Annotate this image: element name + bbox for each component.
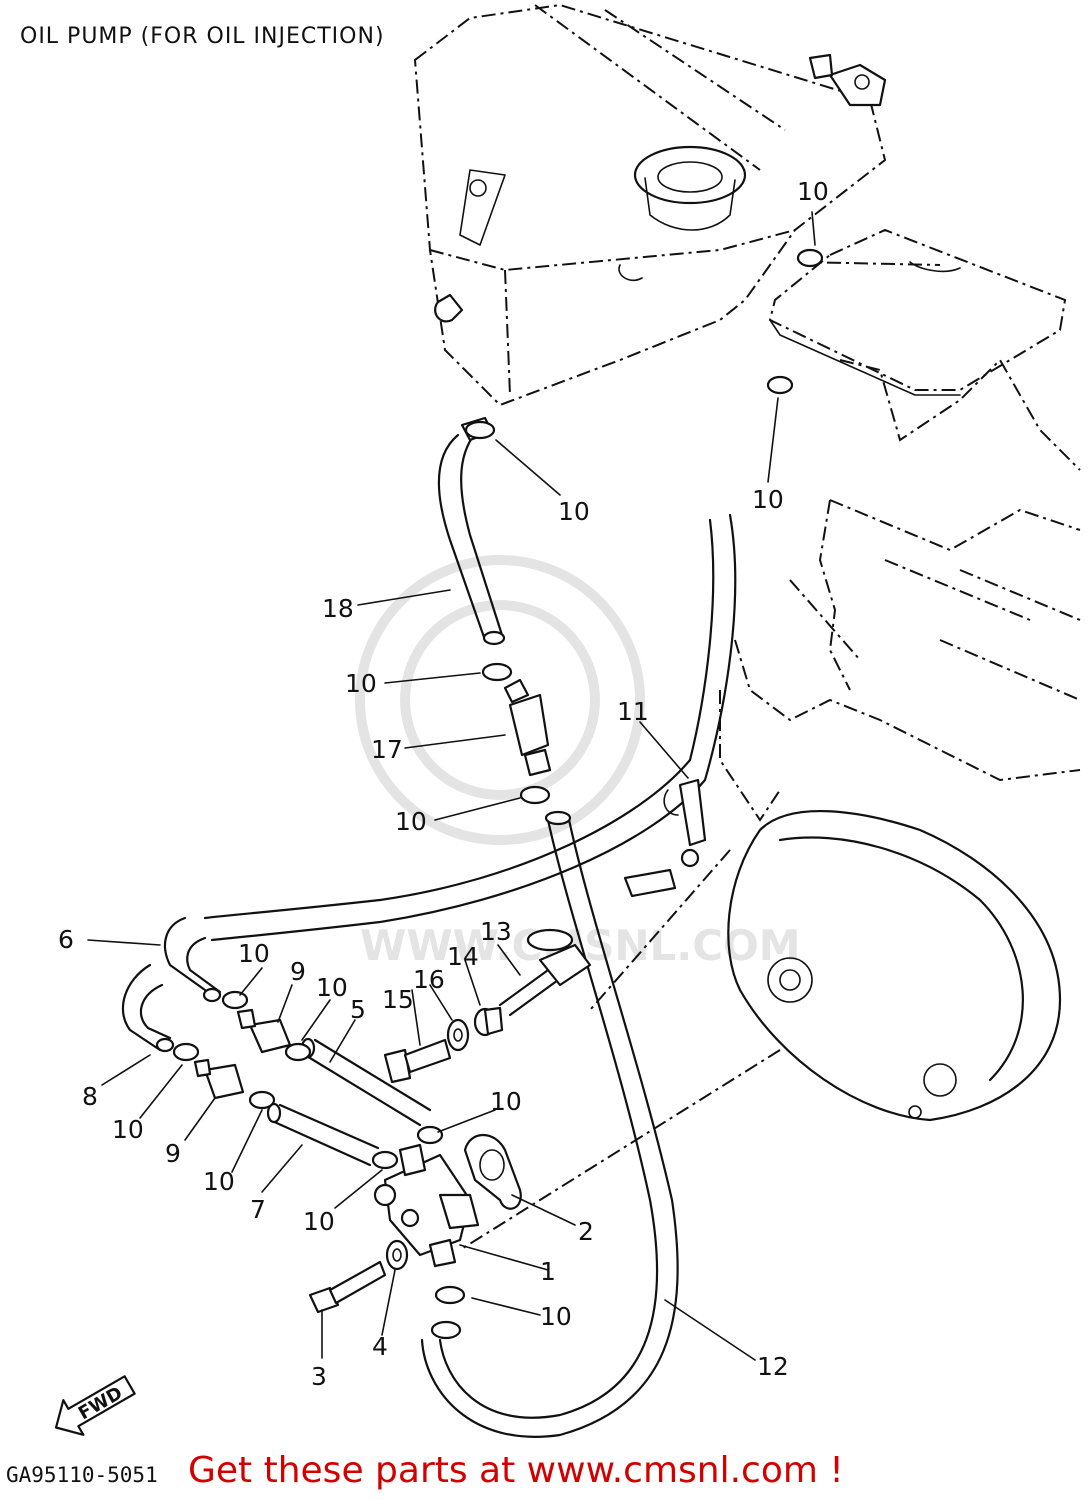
- collar-14: [473, 1006, 504, 1037]
- callout-17: 17: [371, 735, 403, 764]
- fwd-arrow-icon: FWD: [54, 1375, 136, 1436]
- callout-14: 14: [447, 942, 479, 971]
- watermark-logo: WWW.CMSNL.COM: [355, 555, 801, 970]
- cmsnl-link-banner[interactable]: Get these parts at www.cmsnl.com !: [188, 1450, 844, 1491]
- callout-10-valve-a: 10: [238, 939, 270, 968]
- callout-6: 6: [58, 925, 74, 954]
- callout-10-hose7: 10: [203, 1167, 235, 1196]
- hose-8: [121, 963, 175, 1053]
- callout-10-pump-bottom: 10: [540, 1302, 572, 1331]
- crankcase-cover: [459, 810, 1062, 1251]
- diagram-code: GA95110-5051: [6, 1463, 158, 1487]
- leader-lines: [87, 211, 816, 1361]
- engine-block: [719, 358, 1081, 822]
- callout-12: 12: [757, 1352, 789, 1381]
- callout-10-airbox: 10: [752, 485, 784, 514]
- callout-10-pump-left: 10: [303, 1207, 335, 1236]
- callout-15: 15: [382, 985, 414, 1014]
- callout-10-pump-right: 10: [490, 1087, 522, 1116]
- diagram-title: OIL PUMP (FOR OIL INJECTION): [20, 24, 385, 49]
- callout-4: 4: [372, 1332, 388, 1361]
- callout-9b: 9: [165, 1139, 181, 1168]
- oil-tank: [413, 3, 887, 407]
- gasket-2: [463, 1134, 522, 1210]
- callout-10-hose5: 10: [316, 973, 348, 1002]
- callout-9a: 9: [290, 957, 306, 986]
- hose-6: [163, 513, 737, 1003]
- callout-labels: 1 2 3 4 5 6 7 8 9 9 10 10 10 10 10 10 10…: [58, 177, 829, 1391]
- check-valve-9b: [193, 1058, 245, 1100]
- washer-4: [385, 1239, 409, 1271]
- callout-16: 16: [413, 965, 445, 994]
- callout-1: 1: [540, 1257, 556, 1286]
- air-box: [768, 228, 1067, 396]
- cable-13: [498, 928, 592, 1017]
- hose-7: [266, 1102, 380, 1167]
- callout-3: 3: [311, 1362, 327, 1391]
- hose-clips: [172, 248, 824, 1305]
- fwd-label: FWD: [75, 1383, 126, 1425]
- joint-17: [503, 678, 552, 777]
- callout-10-hose18: 10: [345, 669, 377, 698]
- callout-10-joint: 10: [395, 807, 427, 836]
- oil-pump-1: [373, 1143, 480, 1268]
- callout-8: 8: [82, 1082, 98, 1111]
- bolt-3: [308, 1260, 387, 1314]
- bolt-15: [383, 1038, 452, 1084]
- callout-18: 18: [322, 594, 354, 623]
- callout-10-tank-bottom: 10: [558, 497, 590, 526]
- callout-11: 11: [617, 697, 649, 726]
- washer-16: [446, 1018, 470, 1052]
- callout-7: 7: [250, 1195, 266, 1224]
- callout-2: 2: [578, 1217, 594, 1246]
- callout-10-tank-top: 10: [797, 177, 829, 206]
- bracket-11: [623, 778, 707, 898]
- callout-10-hose8: 10: [112, 1115, 144, 1144]
- callout-13: 13: [480, 917, 512, 946]
- check-valve-9a: [236, 1008, 292, 1054]
- callout-5: 5: [350, 995, 366, 1024]
